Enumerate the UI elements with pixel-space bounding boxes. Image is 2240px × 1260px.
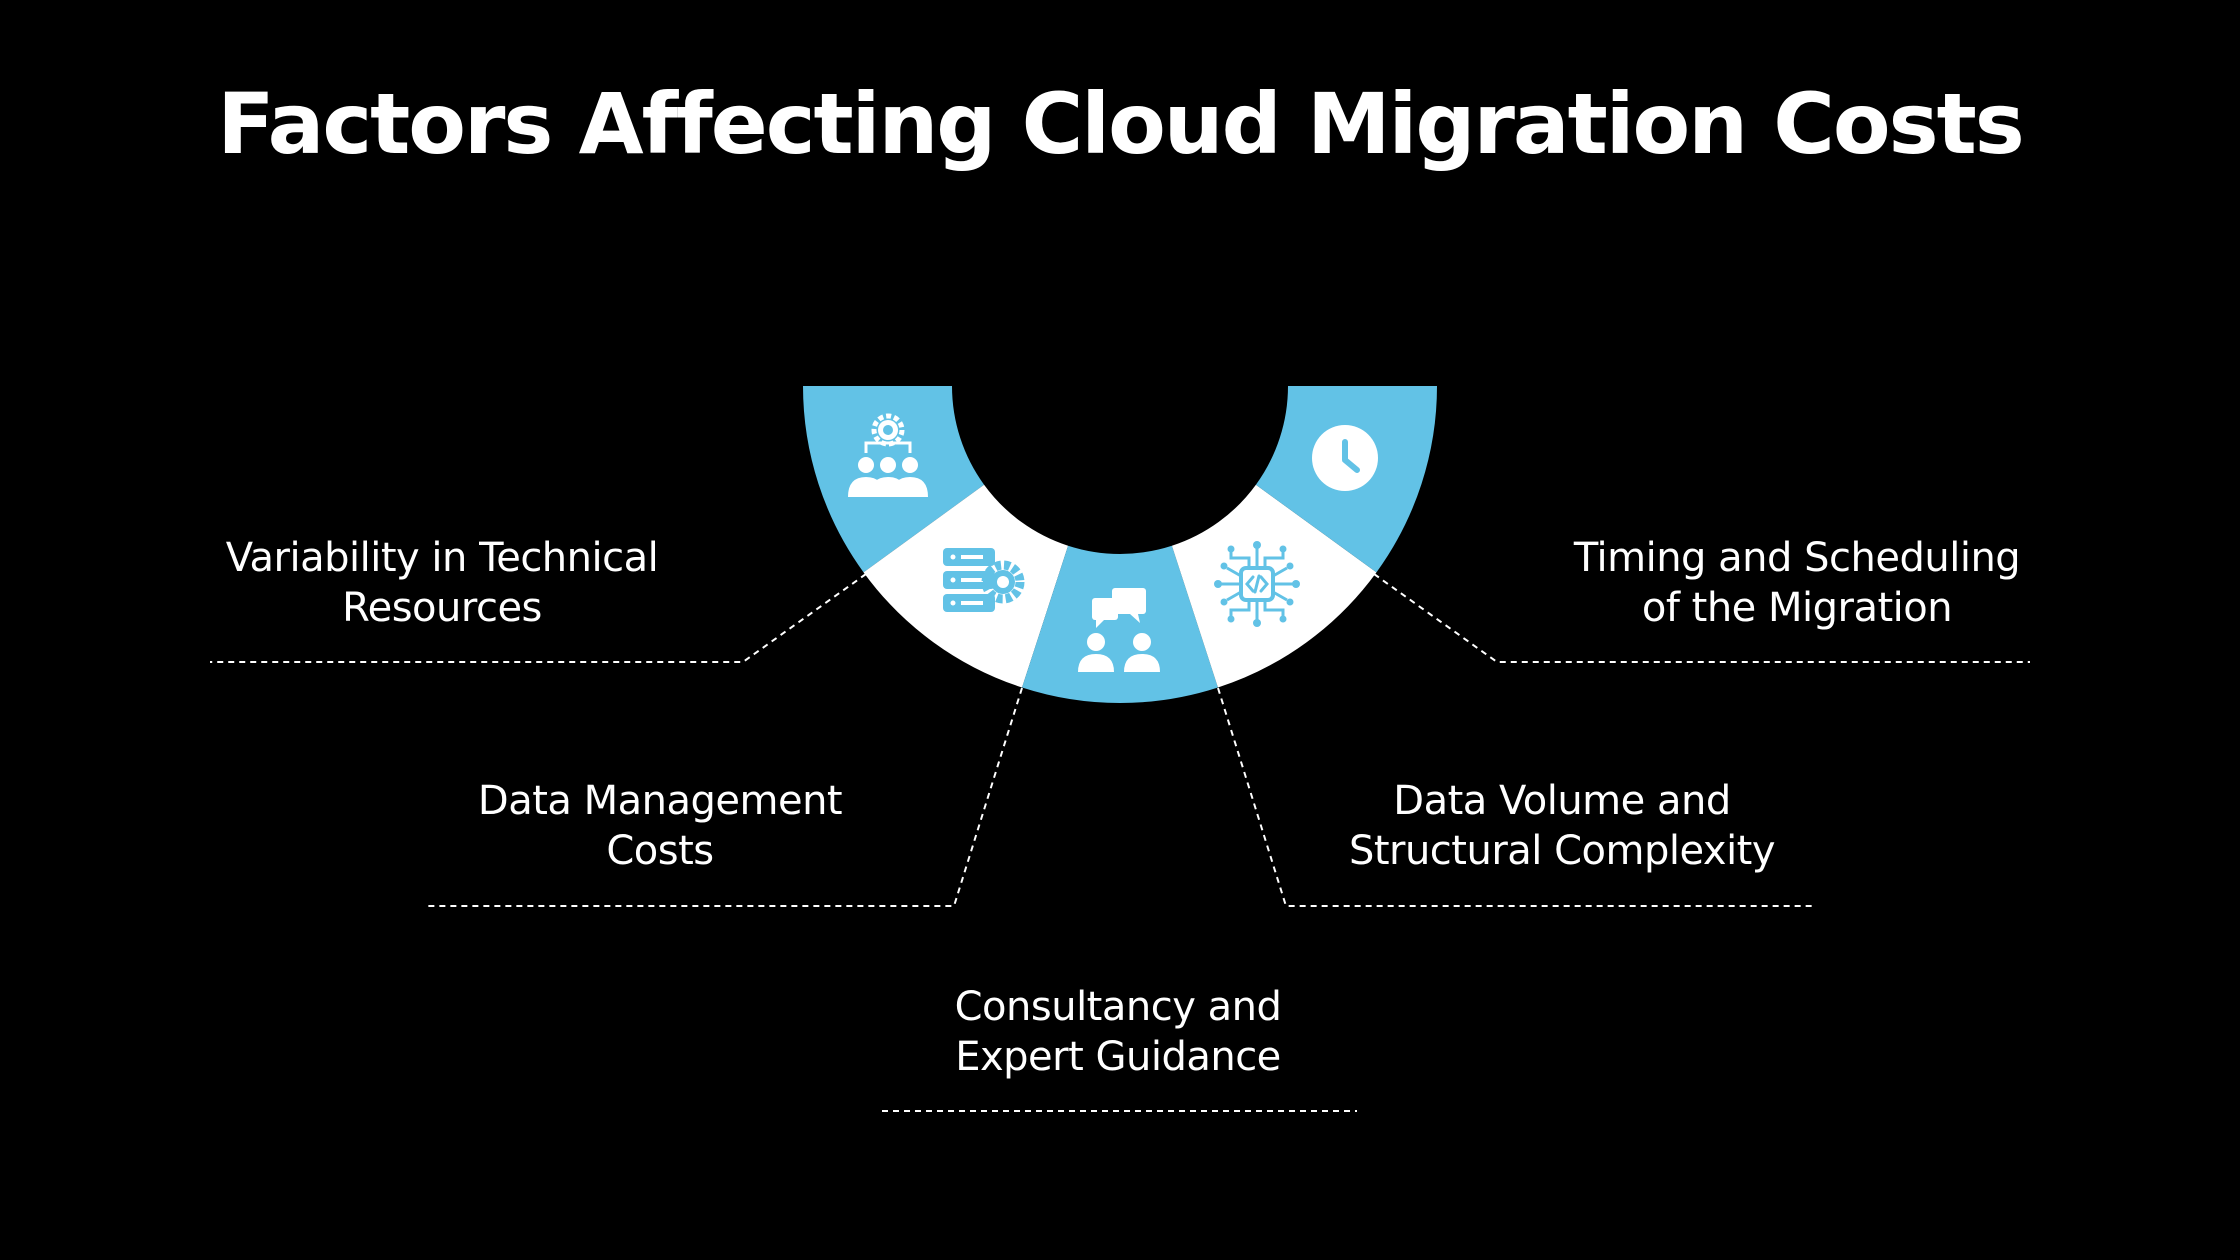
label-line: Data Management — [477, 778, 843, 824]
label-line: Variability in Technical — [225, 535, 659, 581]
consultation-icon — [1078, 588, 1160, 672]
label-line: Structural Complexity — [1348, 828, 1776, 874]
connector-technical-resources — [210, 573, 867, 663]
label-line: Resources — [342, 585, 542, 631]
label-line: Consultancy and — [954, 984, 1282, 1030]
team-gear-icon — [848, 413, 928, 497]
label-technical-resources: Variability in Technical Resources — [182, 533, 702, 633]
label-line: Costs — [606, 828, 714, 874]
page-title: Factors Affecting Cloud Migration Costs — [217, 75, 2025, 173]
clock-icon — [1312, 425, 1378, 491]
circuit-code-icon — [1214, 541, 1300, 627]
label-line: Data Volume and — [1393, 778, 1731, 824]
connectors — [210, 573, 2030, 1112]
label-timing: Timing and Scheduling of the Migration — [1537, 533, 2057, 633]
label-data-management: Data Management Costs — [400, 776, 920, 876]
label-consultancy: Consultancy and Expert Guidance — [858, 982, 1378, 1082]
label-line: Timing and Scheduling — [1573, 535, 2021, 581]
label-line: Expert Guidance — [955, 1034, 1281, 1080]
label-line: of the Migration — [1641, 585, 1953, 631]
connector-timing — [1373, 573, 2030, 663]
segment-consultancy[interactable] — [1022, 545, 1218, 704]
label-data-volume: Data Volume and Structural Complexity — [1302, 776, 1822, 876]
server-gear-icon — [943, 548, 1025, 612]
